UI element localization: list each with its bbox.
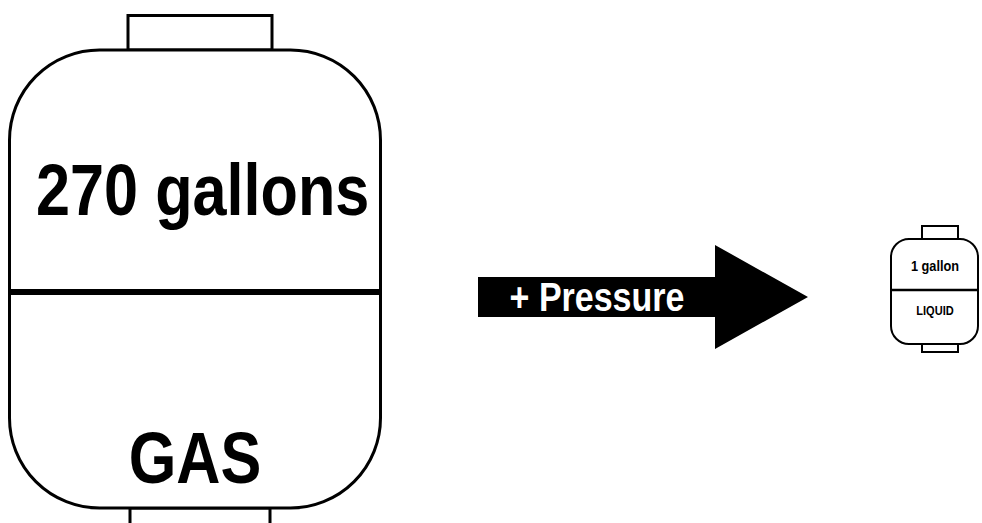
- arrow-label: + Pressure: [509, 277, 684, 317]
- tank-divider: [10, 289, 381, 295]
- tank-foot: [130, 508, 270, 523]
- tank-outline: [890, 225, 980, 353]
- tank-valve: [128, 16, 272, 51]
- tank-state: GAS: [36, 422, 354, 494]
- tank-body: [891, 239, 978, 344]
- tank-divider: [891, 289, 978, 292]
- tank-shape: 1 gallonLIQUID: [890, 225, 980, 353]
- tank-volume: 270 gallons: [36, 154, 354, 226]
- tank-state: LIQUID: [897, 304, 974, 317]
- tank-volume: 1 gallon: [897, 258, 974, 273]
- block-arrow: [478, 245, 808, 349]
- tank-foot: [922, 344, 958, 352]
- tank-body: [10, 50, 381, 508]
- tank-shape: 270 gallonsGAS: [8, 14, 382, 523]
- tank-valve: [922, 226, 958, 239]
